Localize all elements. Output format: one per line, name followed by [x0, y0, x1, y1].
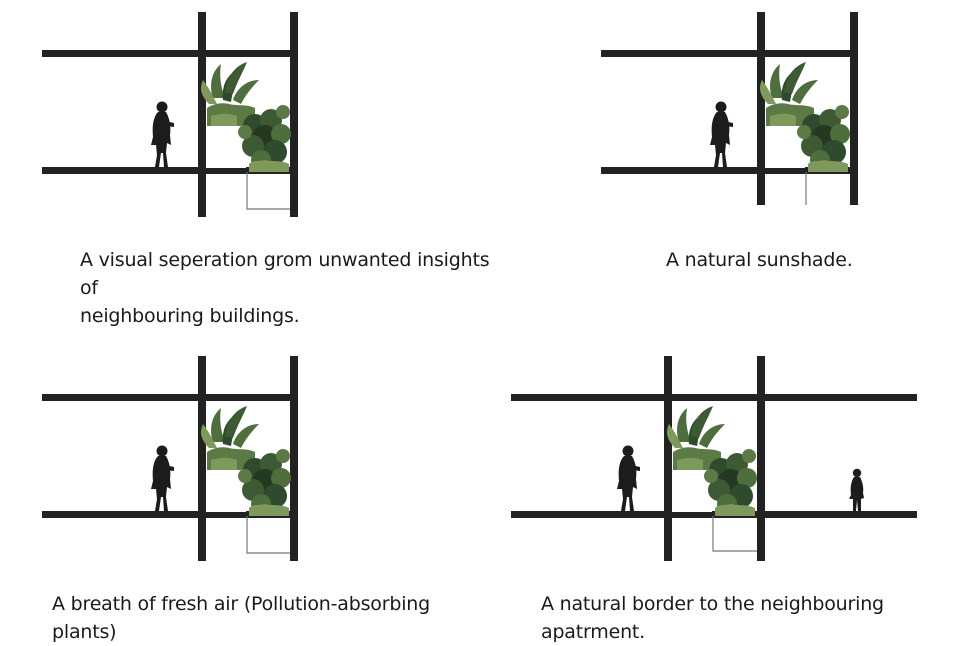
panel-fresh-air	[42, 356, 298, 561]
child-silhouette-icon	[849, 468, 864, 511]
upper-slab	[42, 50, 298, 57]
caption-line: A visual seperation grom unwanted insigh…	[80, 249, 490, 299]
lower-slab	[601, 167, 857, 174]
person-silhouette-icon	[151, 101, 174, 167]
column-left	[198, 12, 206, 217]
caption-line: A natural border to the neighbouring apa…	[541, 593, 884, 643]
planter-outline	[712, 516, 757, 552]
caption-line: neighbouring buildings.	[80, 305, 300, 327]
column-right	[290, 12, 298, 217]
person-silhouette-icon	[151, 445, 174, 511]
caption-natural-sunshade: A natural sunshade.	[666, 246, 926, 274]
lower-slab	[42, 511, 298, 518]
person-silhouette-icon	[710, 101, 733, 167]
panel-natural-sunshade	[601, 12, 858, 205]
upper-slab	[511, 394, 917, 401]
caption-natural-border: A natural border to the neighbouring apa…	[541, 590, 951, 646]
caption-line: A breath of fresh air (Pollution-absorbi…	[52, 593, 430, 643]
upper-slab	[42, 394, 298, 401]
planter-outline	[246, 172, 290, 210]
column-left	[757, 12, 765, 205]
caption-visual-separation: A visual seperation grom unwanted insigh…	[80, 246, 500, 330]
column-right	[290, 356, 298, 561]
column-left	[664, 356, 672, 561]
panel-natural-border	[511, 356, 917, 561]
section-diagrams	[42, 12, 917, 561]
upper-slab	[601, 50, 857, 57]
column-right	[850, 12, 858, 205]
caption-line: A natural sunshade.	[666, 249, 853, 271]
planter-outline	[246, 516, 290, 554]
panel-visual-separation	[42, 12, 298, 217]
caption-fresh-air: A breath of fresh air (Pollution-absorbi…	[52, 590, 492, 646]
lower-slab	[511, 511, 917, 518]
lower-slab	[42, 167, 298, 174]
column-right	[757, 356, 765, 561]
person-silhouette-icon	[617, 445, 640, 511]
column-left	[198, 356, 206, 561]
